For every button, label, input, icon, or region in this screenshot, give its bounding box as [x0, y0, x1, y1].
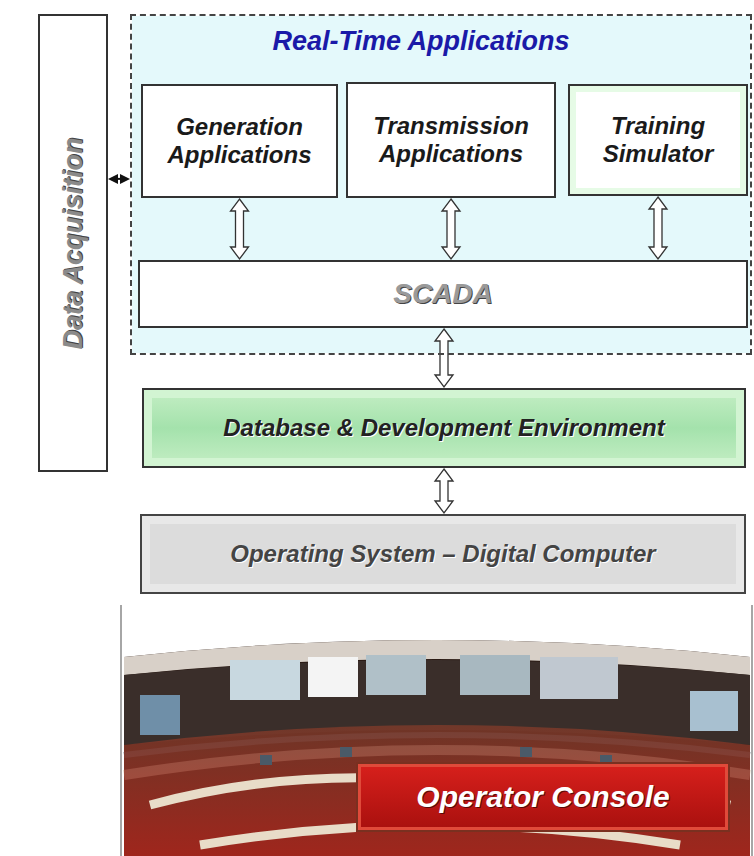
os-box: Operating System – Digital Computer — [140, 514, 746, 594]
double-arrow — [442, 199, 460, 259]
database-box: Database & Development Environment — [142, 388, 746, 468]
node-text: Generation Applications — [151, 113, 328, 169]
node-text: Data Acquisition — [58, 137, 89, 349]
side-box: Data Acquisition — [38, 14, 108, 472]
region-box: Real-Time ApplicationsGeneration Applica… — [130, 14, 752, 355]
process-box: Training Simulator — [568, 84, 748, 196]
double-arrow — [231, 199, 249, 259]
node-text: Training Simulator — [578, 112, 738, 168]
node-text: SCADA — [393, 278, 493, 310]
node-text: Real-Time Applications — [132, 16, 750, 57]
double-arrow — [108, 174, 130, 184]
node-text: Operating System – Digital Computer — [230, 540, 655, 568]
scada-box: SCADA — [138, 260, 748, 328]
node-text: Transmission Applications — [356, 112, 546, 168]
region-fill — [132, 16, 750, 353]
double-arrow — [435, 329, 453, 387]
double-arrow — [649, 197, 667, 259]
node-text: Database & Development Environment — [223, 414, 664, 442]
node-text: Operator Console — [416, 780, 669, 814]
double-arrow — [435, 469, 453, 513]
console-label-box: Operator Console — [356, 762, 730, 832]
process-box: Generation Applications — [141, 84, 338, 198]
process-box: Transmission Applications — [346, 82, 556, 198]
